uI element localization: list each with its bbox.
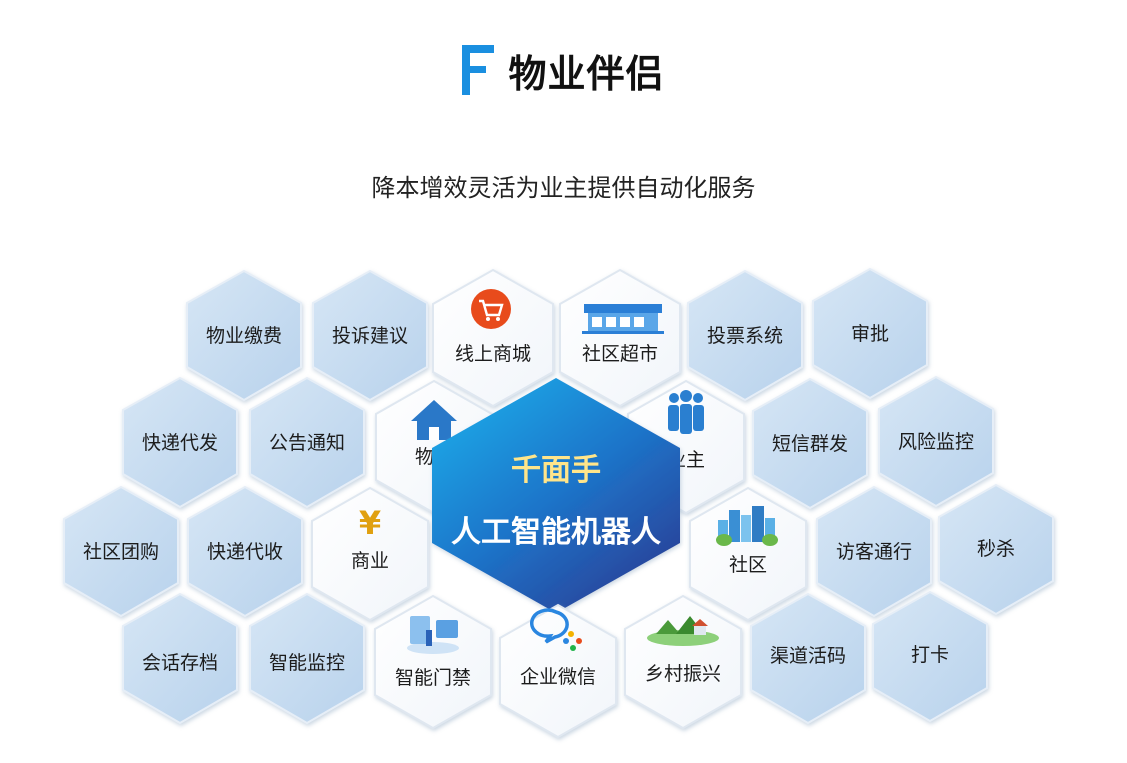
- tile-label: 社区: [729, 554, 767, 576]
- hex-tile-zhineng-jiankong[interactable]: 智能监控: [249, 592, 365, 725]
- tile-label: 打卡: [911, 644, 949, 666]
- hex-tile-miaosha[interactable]: 秒杀: [938, 483, 1054, 616]
- tile-label: 社区超市: [582, 343, 658, 365]
- tile-label: 商业: [351, 550, 389, 572]
- hex-tile-kuaidi-daishou[interactable]: 快递代收: [187, 485, 303, 618]
- hex-tile-shequ[interactable]: 社区: [689, 486, 807, 622]
- users-icon: [668, 390, 704, 434]
- smart-door-icon: [407, 616, 459, 654]
- hex-tile-shequ-tuangou[interactable]: 社区团购: [63, 485, 179, 618]
- tile-label: 秒杀: [977, 538, 1015, 560]
- tile-label: 公告通知: [269, 432, 345, 454]
- svg-text:¥: ¥: [359, 504, 381, 542]
- hex-tile-qudao-huoma[interactable]: 渠道活码: [750, 592, 866, 725]
- hex-tile-gonggao-tongzhi[interactable]: 公告通知: [249, 376, 365, 509]
- supermarket-icon: [582, 304, 664, 334]
- tile-label: 线上商城: [455, 343, 531, 365]
- tile-label: 智能门禁: [395, 667, 471, 689]
- tile-label: 渠道活码: [770, 645, 846, 667]
- hex-tile-toupiao-xitong[interactable]: 投票系统: [687, 269, 803, 402]
- tile-label: 快递代发: [142, 432, 218, 454]
- hex-tile-xianshang-shangcheng[interactable]: 线上商城: [432, 268, 554, 408]
- village-landscape-icon: [647, 616, 719, 646]
- shopping-cart-icon: [471, 289, 511, 329]
- header: 物业伴侣: [0, 40, 1127, 100]
- hex-tile-shangye[interactable]: ¥ 商业: [311, 486, 429, 622]
- tile-label: 企业微信: [520, 666, 596, 688]
- hex-tile-huihua-cundang[interactable]: 会话存档: [122, 592, 238, 725]
- tile-label: 物业缴费: [206, 325, 282, 347]
- tile-label: 智能监控: [269, 652, 345, 674]
- wecom-icon: [530, 608, 582, 651]
- tile-label: 风险监控: [898, 431, 974, 453]
- page-subtitle: 降本增效灵活为业主提供自动化服务: [371, 174, 756, 202]
- hex-tile-kuaidi-daifa[interactable]: 快递代发: [122, 376, 238, 509]
- tile-label: 快递代收: [207, 541, 283, 563]
- tile-label: 短信群发: [772, 433, 848, 455]
- tile-label: 访客通行: [836, 541, 912, 563]
- hex-tile-shenpi[interactable]: 审批: [812, 267, 928, 400]
- tile-label: 投票系统: [707, 325, 783, 347]
- hex-tile-duanxin-qunfa[interactable]: 短信群发: [752, 377, 868, 510]
- hex-tile-xiangcun-zhenxing[interactable]: 乡村振兴: [624, 594, 742, 730]
- hex-tile-shequ-chaoshi[interactable]: 社区超市: [559, 268, 681, 408]
- yuan-money-icon: ¥: [359, 504, 381, 542]
- hex-tile-fangke-tongxing[interactable]: 访客通行: [816, 485, 932, 618]
- hex-tile-zhineng-menjin[interactable]: 智能门禁: [374, 594, 492, 730]
- house-icon: [411, 400, 457, 440]
- tile-label: 乡村振兴: [645, 663, 721, 685]
- page-title: 物业伴侣: [508, 51, 665, 96]
- center-subtitle: 人工智能机器人: [451, 515, 661, 550]
- city-buildings-icon: [716, 506, 778, 546]
- tile-label: 会话存档: [142, 652, 218, 674]
- f-logo-icon: [462, 45, 496, 95]
- tile-label: 投诉建议: [332, 325, 408, 347]
- hex-tile-qiye-weixin[interactable]: 企业微信: [499, 603, 617, 739]
- hex-tile-daka[interactable]: 打卡: [872, 590, 988, 723]
- center-ai-robot-hex[interactable]: 千面手 人工智能机器人: [432, 378, 680, 613]
- hex-tile-tousu-jianyi[interactable]: 投诉建议: [312, 269, 428, 402]
- hex-tile-fengxian-jiankong[interactable]: 风险监控: [878, 375, 994, 508]
- hex-tile-wuye-jiaofei[interactable]: 物业缴费: [186, 269, 302, 402]
- tile-label: 审批: [851, 323, 889, 345]
- tile-label: 社区团购: [83, 541, 159, 563]
- center-title: 千面手: [511, 453, 601, 488]
